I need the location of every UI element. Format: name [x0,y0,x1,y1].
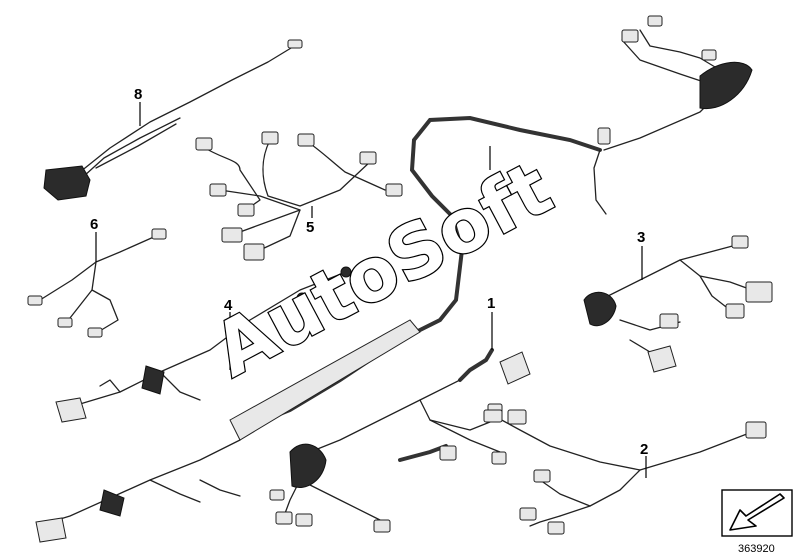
callout-8: 8 [134,86,142,103]
part-6-harness[interactable] [27,228,167,338]
callout-6: 6 [90,216,98,233]
callout-5: 5 [306,219,314,236]
lower-left-harness[interactable] [35,439,241,543]
callout-3: 3 [637,229,645,246]
callout-7: 7 [485,177,493,194]
callout-2: 2 [640,441,648,458]
callout-4: 4 [224,297,233,314]
diagram-number: 363920 [738,543,775,555]
part-2-harness[interactable] [483,409,767,535]
part-7-harness[interactable] [229,15,753,441]
part-3-harness[interactable] [583,235,773,373]
part-4-harness[interactable] [55,266,352,423]
watermark: AutoSoft [200,145,565,394]
arrow-down-left-icon [721,489,793,537]
callout-1: 1 [487,295,495,312]
part-8-harness[interactable] [43,39,303,201]
part-5-harness[interactable] [195,131,403,261]
